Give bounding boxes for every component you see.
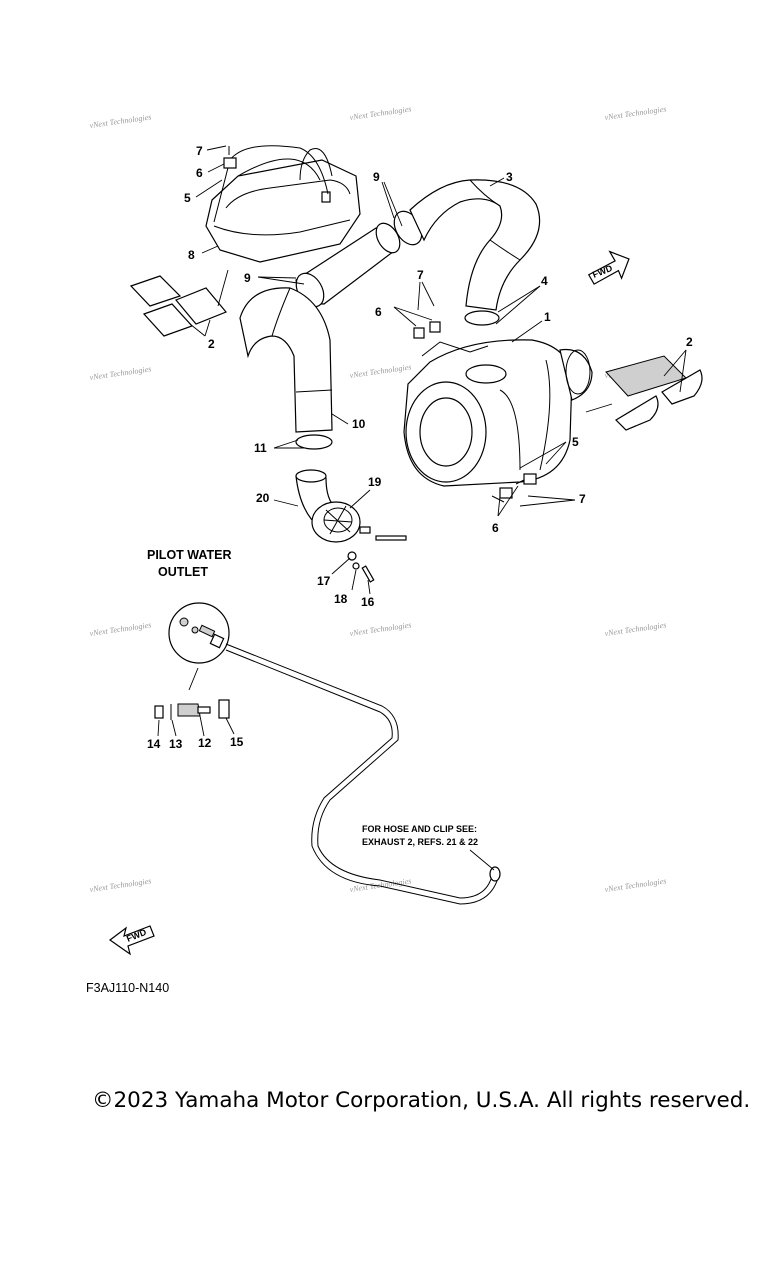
- watermark: vNext Technologies: [89, 620, 152, 638]
- watermark: vNext Technologies: [604, 620, 667, 638]
- main-air-box: [403, 339, 593, 487]
- hose-note-line2: EXHAUST 2, REFS. 21 & 22: [362, 837, 478, 847]
- watermark: vNext Technologies: [604, 876, 667, 894]
- watermark: vNext Technologies: [604, 104, 667, 122]
- callout-5: 5: [184, 191, 191, 205]
- pilot-water-label-line2: OUTLET: [158, 565, 208, 579]
- callout-19: 19: [368, 475, 382, 489]
- fwd-arrow-left: FWD: [108, 925, 155, 956]
- callout-labels: 7 6 5 8 9 3 9 2 7 4 6 1 2 10 5 11 19 20 …: [147, 144, 693, 751]
- callout-3: 3: [506, 170, 513, 184]
- callout-1: 1: [544, 310, 551, 324]
- callout-15: 15: [230, 735, 244, 749]
- pilot-outlet-detail: [168, 602, 230, 691]
- hose-10: [239, 287, 333, 450]
- callout-17: 17: [317, 574, 331, 588]
- callout-11: 11: [254, 441, 267, 455]
- pilot-water-label-line1: PILOT WATER: [147, 548, 232, 562]
- callout-7: 7: [579, 492, 586, 506]
- pilot-water-tube: [225, 643, 501, 905]
- callout-12: 12: [198, 736, 212, 750]
- hose-3: [409, 179, 541, 326]
- watermark: vNext Technologies: [89, 876, 152, 894]
- callout-6: 6: [492, 521, 499, 535]
- copyright-notice: ©2023 Yamaha Motor Corporation, U.S.A. A…: [92, 1088, 751, 1113]
- lower-brackets: [491, 473, 537, 503]
- hose-note-line1: FOR HOSE AND CLIP SEE:: [362, 824, 477, 834]
- callout-6: 6: [196, 166, 203, 180]
- watermark: vNext Technologies: [89, 364, 152, 382]
- callout-20: 20: [256, 491, 270, 505]
- callout-13: 13: [169, 737, 183, 751]
- callout-18: 18: [334, 592, 348, 606]
- diagram-code: F3AJ110-N140: [86, 981, 169, 995]
- callout-14: 14: [147, 737, 161, 751]
- watermark: vNext Technologies: [349, 104, 412, 122]
- watermark: vNext Technologies: [349, 620, 412, 638]
- callout-9: 9: [373, 170, 380, 184]
- callout-8: 8: [188, 248, 195, 262]
- callout-16: 16: [361, 595, 375, 609]
- callout-7: 7: [196, 144, 203, 158]
- watermark: vNext Technologies: [89, 112, 152, 130]
- leader-lines: [157, 145, 687, 737]
- callout-9: 9: [244, 271, 251, 285]
- callout-2: 2: [208, 337, 215, 351]
- callout-10: 10: [352, 417, 366, 431]
- top-strap: [213, 145, 329, 223]
- fitting-19: [311, 501, 361, 543]
- callout-2: 2: [686, 335, 693, 349]
- callout-7: 7: [417, 268, 424, 282]
- pilot-outlet-parts: [154, 699, 230, 720]
- watermark: vNext Technologies: [349, 362, 412, 380]
- callout-4: 4: [541, 274, 548, 288]
- callout-6: 6: [375, 305, 382, 319]
- fwd-arrow-right: FWD: [587, 250, 630, 285]
- filter-pads-right: [605, 355, 703, 431]
- wire-harness: [413, 321, 489, 357]
- filter-pads-left: [129, 275, 227, 337]
- small-air-box: [205, 148, 361, 263]
- callout-5: 5: [572, 435, 579, 449]
- fasteners-16-18: [347, 526, 407, 583]
